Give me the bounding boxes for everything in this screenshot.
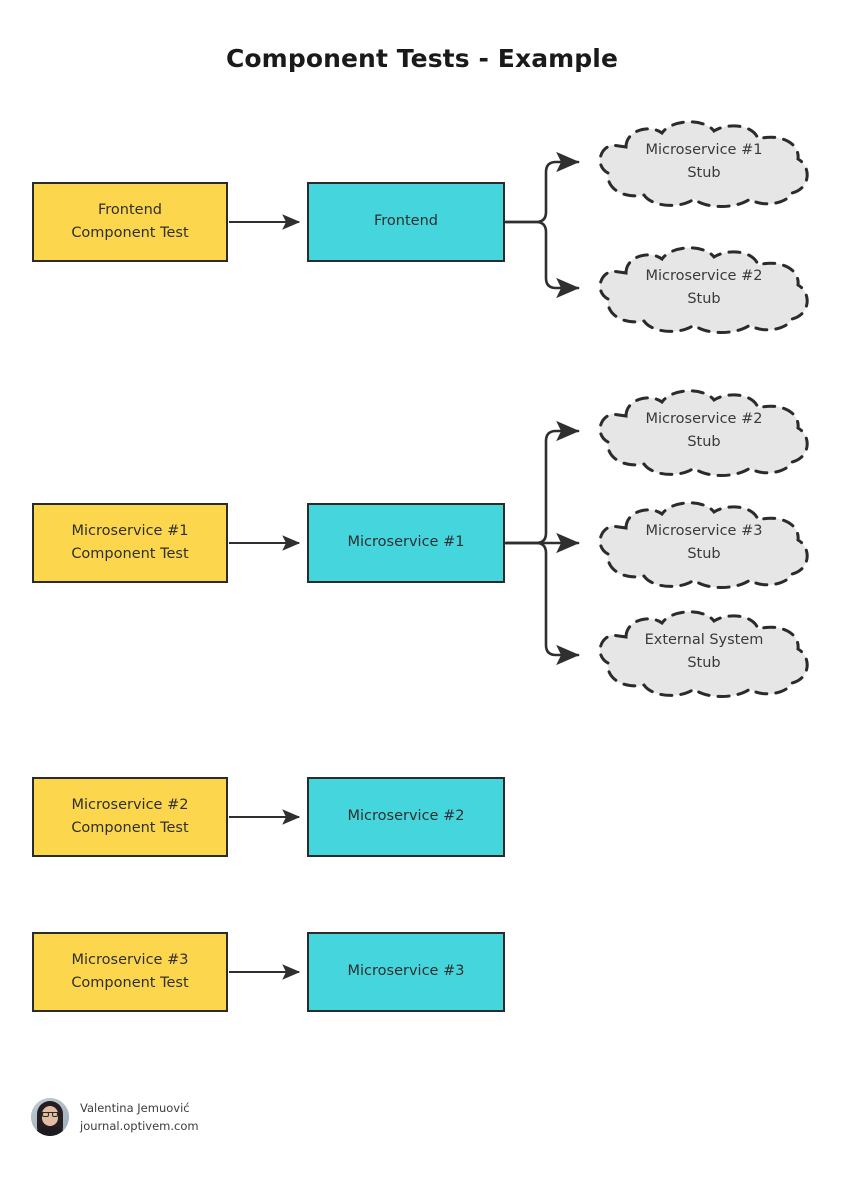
- avatar: [31, 1098, 69, 1136]
- author-site[interactable]: journal.optivem.com: [80, 1118, 199, 1133]
- node-frontend-component-test[interactable]: Frontend Component Test: [32, 182, 228, 262]
- node-microservice-2[interactable]: Microservice #2: [307, 777, 505, 857]
- cloud-shape-icon: [598, 610, 809, 698]
- node-microservice-3[interactable]: Microservice #3: [307, 932, 505, 1012]
- cloud-shape-icon: [598, 501, 809, 589]
- node-label: Frontend Component Test: [71, 201, 189, 241]
- page-title: Component Tests - Example: [225, 44, 619, 73]
- node-stub-microservice-3[interactable]: Microservice #3 Stub: [588, 500, 820, 589]
- node-stub-microservice-1[interactable]: Microservice #1 Stub: [588, 119, 820, 208]
- cloud-shape-icon: [598, 120, 809, 208]
- glasses-icon: [41, 1112, 59, 1117]
- cloud-shape-icon: [598, 389, 809, 477]
- node-stub-microservice-2-ms1[interactable]: Microservice #2 Stub: [588, 388, 820, 477]
- avatar-face: [42, 1106, 58, 1126]
- node-label: Frontend: [374, 213, 438, 230]
- cloud-shape-icon: [598, 246, 809, 334]
- node-label: Microservice #1: [347, 534, 465, 551]
- connector-ms1-to-stubs: [504, 420, 580, 666]
- connector-frontend-to-stubs: [504, 151, 580, 299]
- author-attribution: Valentina Jemuović journal.optivem.com: [31, 1098, 199, 1136]
- node-microservice-1[interactable]: Microservice #1: [307, 503, 505, 583]
- node-frontend[interactable]: Frontend: [307, 182, 505, 262]
- node-microservice-1-component-test[interactable]: Microservice #1 Component Test: [32, 503, 228, 583]
- node-microservice-3-component-test[interactable]: Microservice #3 Component Test: [32, 932, 228, 1012]
- node-label: Microservice #3: [347, 963, 465, 980]
- avatar-body: [35, 1127, 65, 1136]
- author-name: Valentina Jemuović: [80, 1101, 190, 1116]
- node-stub-external-system[interactable]: External System Stub: [588, 609, 820, 698]
- node-label: Microservice #1 Component Test: [71, 522, 189, 562]
- node-label: Microservice #2: [347, 808, 465, 825]
- node-microservice-2-component-test[interactable]: Microservice #2 Component Test: [32, 777, 228, 857]
- node-stub-microservice-2-frontend[interactable]: Microservice #2 Stub: [588, 245, 820, 334]
- node-label: Microservice #3 Component Test: [71, 951, 189, 991]
- node-label: Microservice #2 Component Test: [71, 796, 189, 836]
